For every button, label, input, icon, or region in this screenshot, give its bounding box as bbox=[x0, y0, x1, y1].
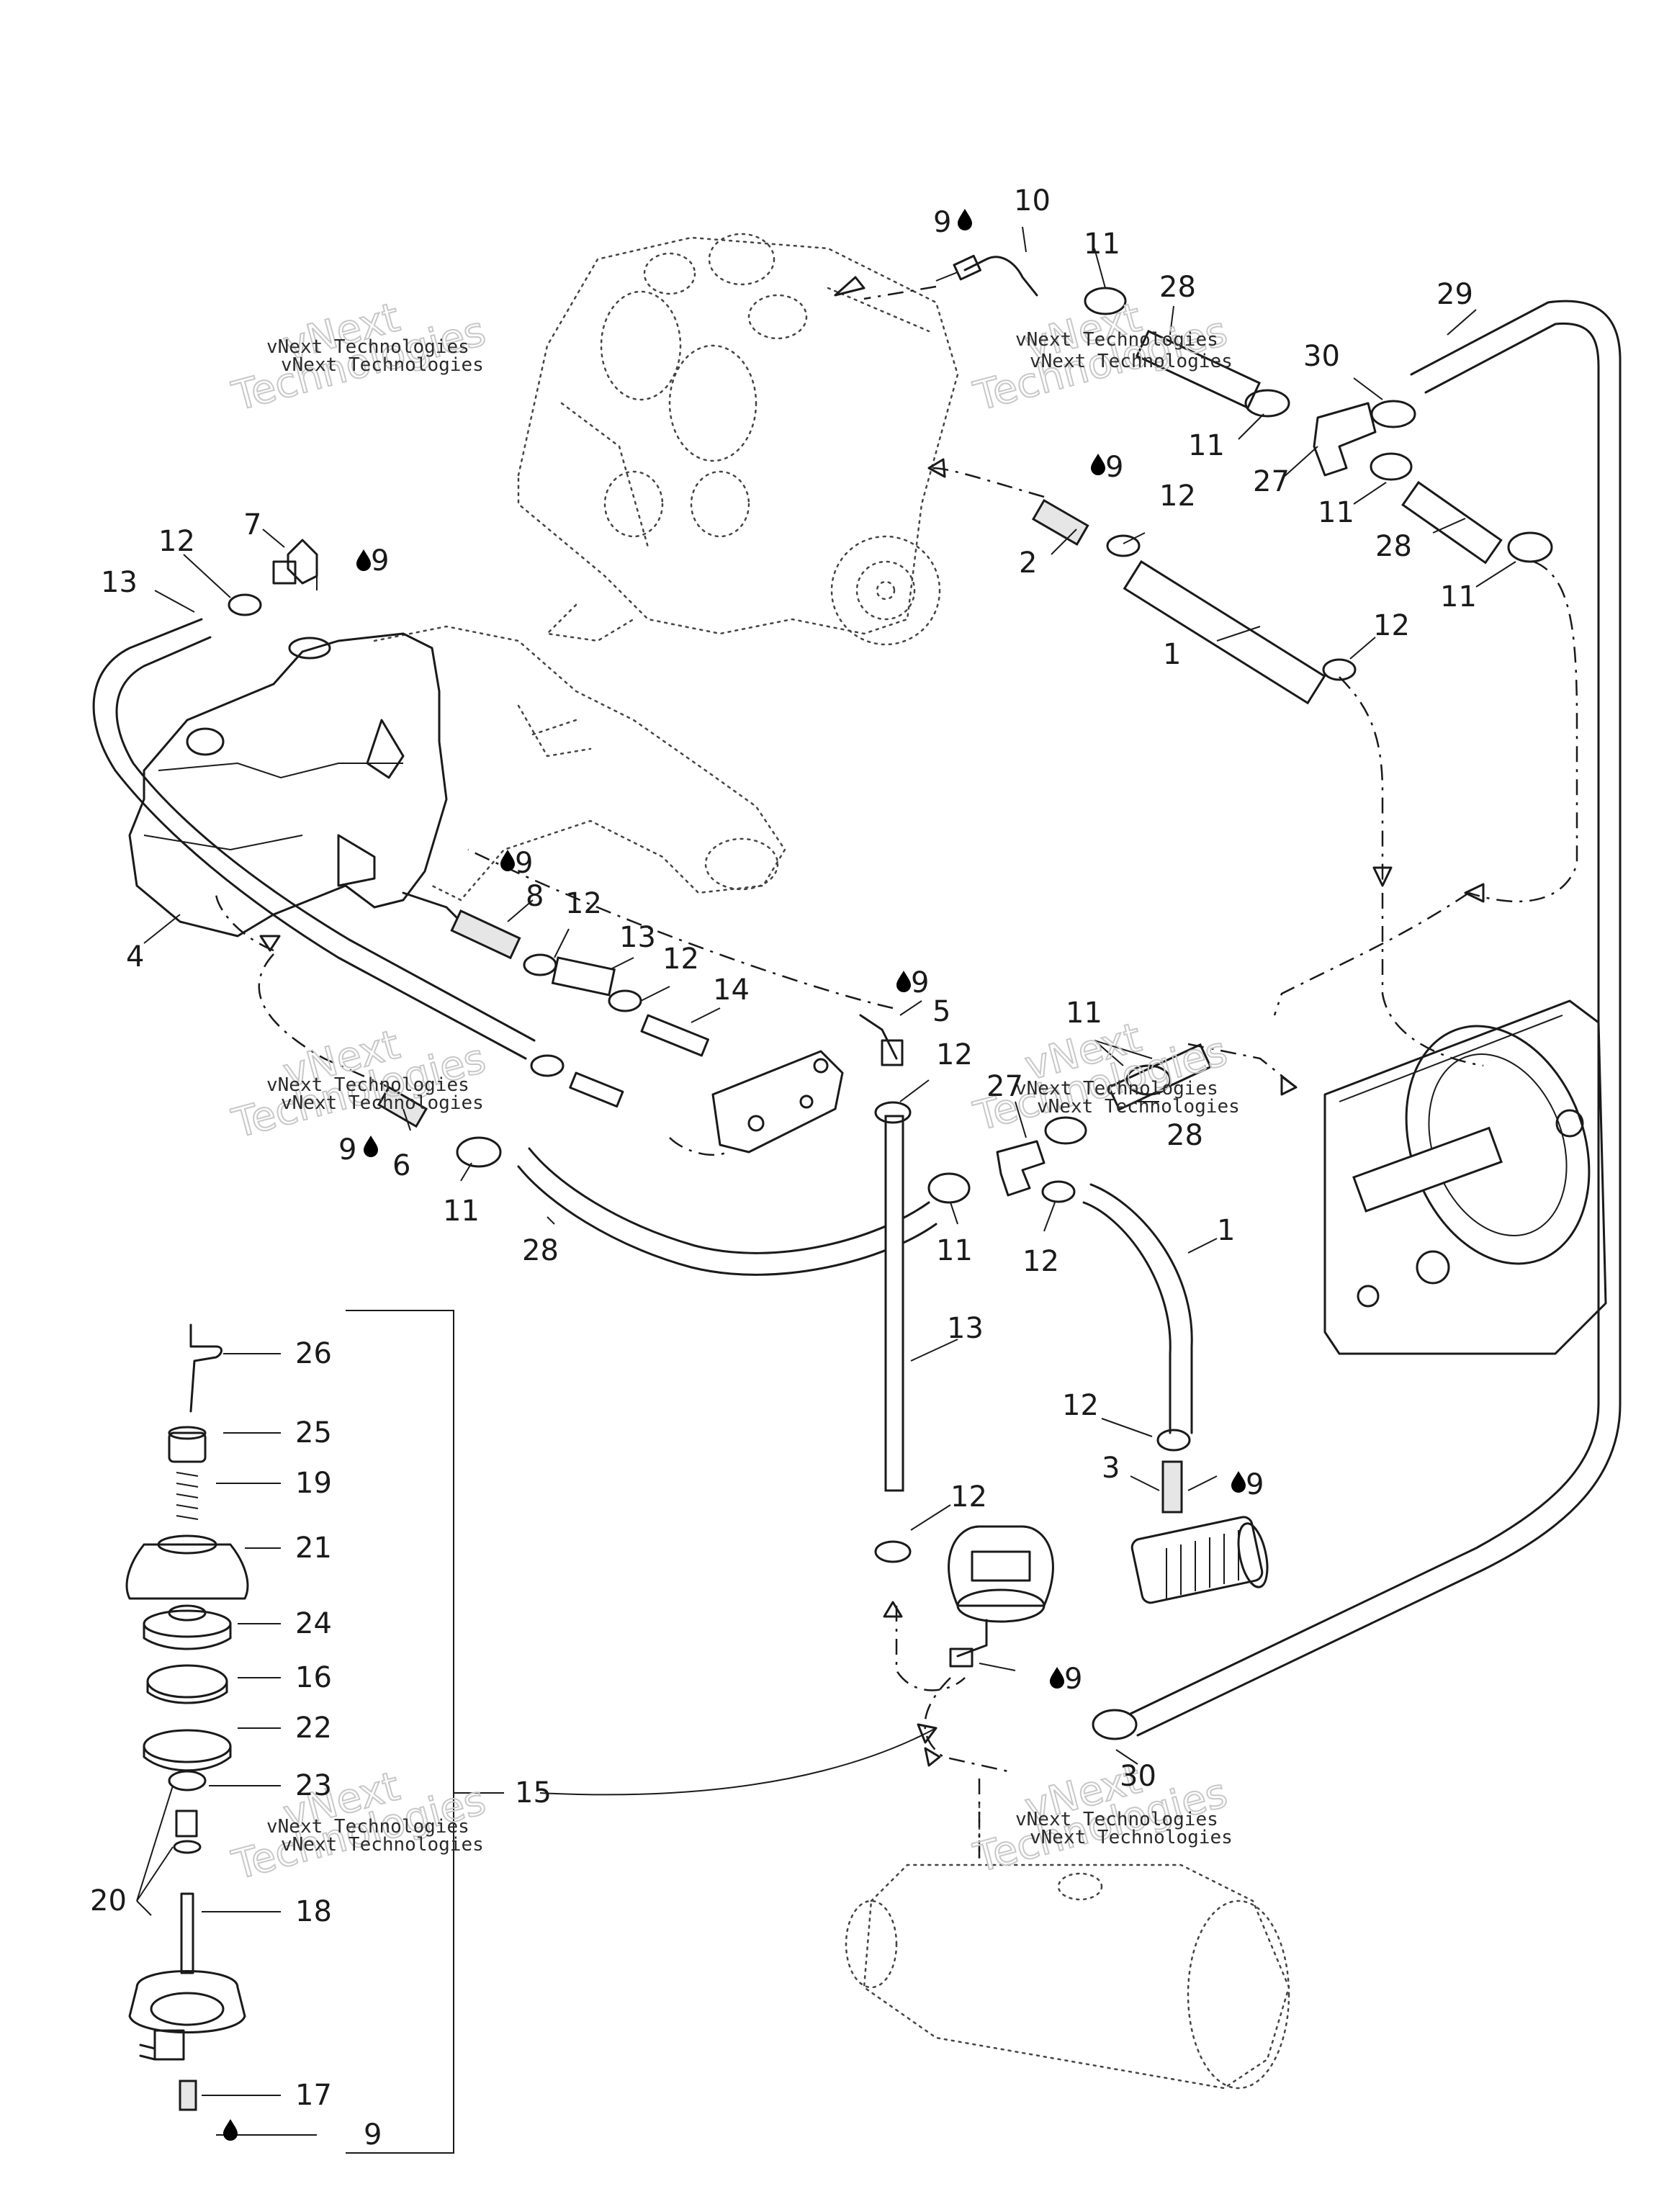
callout-1: 1 bbox=[1217, 1214, 1235, 1247]
callout-17: 17 bbox=[295, 2079, 332, 2112]
engine-block-illustration bbox=[517, 233, 959, 646]
callout-11: 11 bbox=[443, 1195, 480, 1228]
flow-lines bbox=[215, 276, 1578, 1858]
watermark-small: vNext Technologies bbox=[266, 1816, 469, 1838]
callout-12: 12 bbox=[936, 1038, 973, 1071]
clamps bbox=[228, 287, 1553, 1740]
watermark-small-2: vNext Technologies bbox=[1030, 351, 1233, 372]
callout-24: 24 bbox=[295, 1607, 332, 1640]
callout-13: 13 bbox=[101, 566, 138, 599]
exhaust-manifold bbox=[128, 632, 462, 938]
callout-9: 9 bbox=[933, 206, 951, 239]
muffler-illustration bbox=[845, 1799, 1290, 2090]
drop-icon bbox=[958, 209, 972, 230]
callout-26: 26 bbox=[295, 1337, 332, 1370]
callout-9: 9 bbox=[364, 2118, 382, 2152]
callout-23: 23 bbox=[295, 1769, 332, 1802]
callout-28: 28 bbox=[1375, 530, 1412, 563]
drop-icon bbox=[1091, 454, 1105, 475]
watermark-small: vNext Technologies bbox=[1015, 329, 1218, 351]
leader-lines bbox=[143, 226, 1516, 2136]
callout-18: 18 bbox=[295, 1895, 332, 1928]
strainer bbox=[1130, 1516, 1269, 1604]
callout-labels: 10 9 11 28 29 30 11 27 11 9 12 2 28 11 1… bbox=[90, 184, 1477, 2152]
fittings bbox=[272, 254, 1377, 1514]
callout-12: 12 bbox=[158, 525, 195, 558]
watermark-small: vNext Technologies bbox=[266, 336, 469, 358]
callout-11: 11 bbox=[1318, 496, 1354, 529]
callout-11: 11 bbox=[1440, 580, 1477, 613]
callout-3: 3 bbox=[1102, 1452, 1120, 1485]
drop-icon bbox=[896, 971, 911, 992]
callout-20: 20 bbox=[90, 1884, 127, 1917]
callout-11: 11 bbox=[1188, 429, 1225, 462]
callout-11: 11 bbox=[1084, 228, 1120, 261]
watermark-small-2: vNext Technologies bbox=[281, 1092, 484, 1114]
callout-9: 9 bbox=[1064, 1663, 1082, 1696]
coolant-reservoir bbox=[948, 1525, 1054, 1668]
callout-27: 27 bbox=[1253, 465, 1290, 498]
callout-9: 9 bbox=[515, 847, 533, 880]
callout-11: 11 bbox=[936, 1234, 973, 1267]
callout-13: 13 bbox=[619, 921, 656, 954]
watermark-small-2: vNext Technologies bbox=[1030, 1827, 1233, 1848]
callout-12: 12 bbox=[1159, 480, 1196, 513]
callout-9: 9 bbox=[911, 966, 929, 999]
callout-9: 9 bbox=[1246, 1468, 1264, 1501]
callout-22: 22 bbox=[295, 1712, 332, 1745]
callout-12: 12 bbox=[662, 943, 699, 976]
valve-assembly-15 bbox=[125, 1310, 938, 2154]
callout-12: 12 bbox=[1062, 1389, 1099, 1422]
callout-7: 7 bbox=[243, 508, 261, 541]
callout-21: 21 bbox=[295, 1532, 332, 1565]
callout-8: 8 bbox=[526, 880, 544, 913]
callout-10: 10 bbox=[1014, 184, 1051, 217]
callout-12: 12 bbox=[1022, 1245, 1059, 1278]
watermarks: vNext Technologies vNext Technologies vN… bbox=[227, 293, 1240, 1889]
watermark-small: vNext Technologies bbox=[1015, 1078, 1218, 1100]
callout-28: 28 bbox=[1159, 271, 1196, 304]
callout-5: 5 bbox=[932, 995, 950, 1028]
callout-12: 12 bbox=[950, 1480, 987, 1514]
callout-29: 29 bbox=[1437, 278, 1473, 311]
callout-28: 28 bbox=[1166, 1119, 1203, 1152]
callout-15: 15 bbox=[515, 1776, 552, 1809]
watermark-small: vNext Technologies bbox=[266, 1074, 469, 1096]
callout-14: 14 bbox=[713, 974, 750, 1007]
callout-12: 12 bbox=[1373, 609, 1410, 642]
callout-19: 19 bbox=[295, 1467, 332, 1500]
callout-4: 4 bbox=[126, 940, 144, 974]
mounting-bracket bbox=[711, 1050, 844, 1154]
drop-icon bbox=[223, 2119, 238, 2141]
watermark-small-2: vNext Technologies bbox=[281, 354, 484, 376]
callout-6: 6 bbox=[392, 1149, 410, 1182]
watermark-small-2: vNext Technologies bbox=[281, 1834, 484, 1856]
callout-9: 9 bbox=[1105, 451, 1123, 484]
callout-11: 11 bbox=[1066, 997, 1102, 1030]
watermark-small: vNext Technologies bbox=[1015, 1809, 1218, 1830]
watermark-small-2: vNext Technologies bbox=[1037, 1096, 1240, 1118]
drop-icon bbox=[1231, 1471, 1246, 1493]
callout-9: 9 bbox=[338, 1133, 356, 1166]
drop-icon bbox=[364, 1136, 378, 1157]
callout-30: 30 bbox=[1120, 1760, 1156, 1793]
callout-13: 13 bbox=[947, 1312, 984, 1345]
drop-icon bbox=[500, 850, 515, 871]
callout-1: 1 bbox=[1163, 638, 1181, 671]
callout-16: 16 bbox=[295, 1661, 332, 1694]
callout-30: 30 bbox=[1303, 340, 1340, 373]
drop-icon bbox=[356, 549, 371, 571]
callout-25: 25 bbox=[295, 1416, 332, 1449]
callout-27: 27 bbox=[986, 1070, 1023, 1103]
callout-9: 9 bbox=[371, 544, 389, 577]
drop-icon bbox=[1050, 1667, 1064, 1689]
intercooler-illustration bbox=[373, 625, 786, 902]
callout-28: 28 bbox=[522, 1234, 559, 1267]
hoses bbox=[92, 300, 1622, 1737]
callout-12: 12 bbox=[565, 887, 602, 920]
callout-2: 2 bbox=[1019, 547, 1037, 580]
pump-housing bbox=[1323, 999, 1607, 1355]
